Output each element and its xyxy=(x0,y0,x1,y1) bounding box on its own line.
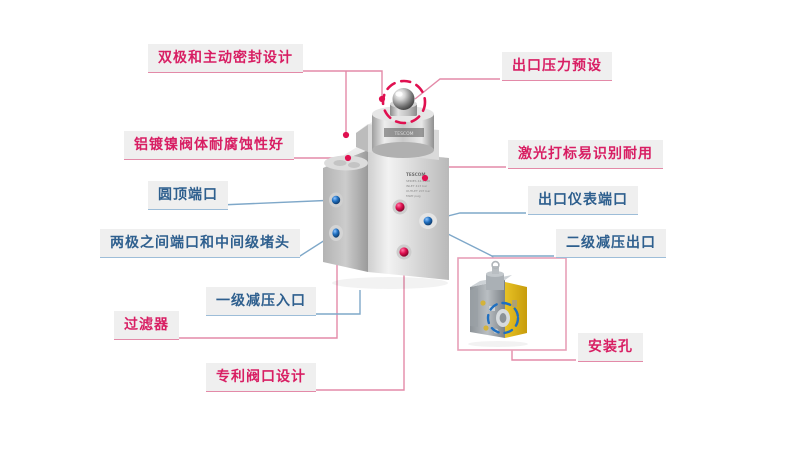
ball-knob-highlight-circle xyxy=(381,79,427,125)
svg-text:INLET 413 bar: INLET 413 bar xyxy=(406,184,428,188)
callout-label-primary-inlet[interactable]: 一级减压入口 xyxy=(206,287,316,316)
callout-label-outlet-pressure-preset[interactable]: 出口压力预设 xyxy=(502,52,612,81)
product-illustration: TESCOM TESCOM SERIES 44-5200 INLET 413 b… xyxy=(323,88,449,289)
mounting-hole-inset-illustration xyxy=(457,257,567,351)
callout-hotspot-dots xyxy=(342,95,429,182)
callout-label-filter[interactable]: 过滤器 xyxy=(114,311,179,340)
callout-label-patented-valve-port[interactable]: 专利阀口设计 xyxy=(206,363,316,392)
callout-label-interstage-port-plug[interactable]: 两极之间端口和中间级堵头 xyxy=(100,229,300,258)
callout-label-dual-stage-seal[interactable]: 双极和主动密封设计 xyxy=(148,44,303,73)
callout-label-laser-marking[interactable]: 激光打标易识别耐用 xyxy=(508,140,663,169)
callout-label-aluminum-nickel-body[interactable]: 铝镀镍阀体耐腐蚀性好 xyxy=(124,131,294,160)
svg-text:OUTLET 207 bar: OUTLET 207 bar xyxy=(406,189,431,193)
callout-label-secondary-outlet[interactable]: 二级减压出口 xyxy=(556,229,666,258)
svg-text:SERIES 44-5200: SERIES 44-5200 xyxy=(406,179,430,183)
svg-text:MWP psig: MWP psig xyxy=(406,194,421,198)
callout-label-dome-port[interactable]: 圆顶端口 xyxy=(148,181,228,210)
callout-label-outlet-gauge-port[interactable]: 出口仪表端口 xyxy=(528,186,638,215)
callout-label-mounting-hole[interactable]: 安装孔 xyxy=(578,333,643,362)
svg-text:TESCOM: TESCOM xyxy=(393,131,413,137)
svg-text:TESCOM: TESCOM xyxy=(406,172,426,177)
